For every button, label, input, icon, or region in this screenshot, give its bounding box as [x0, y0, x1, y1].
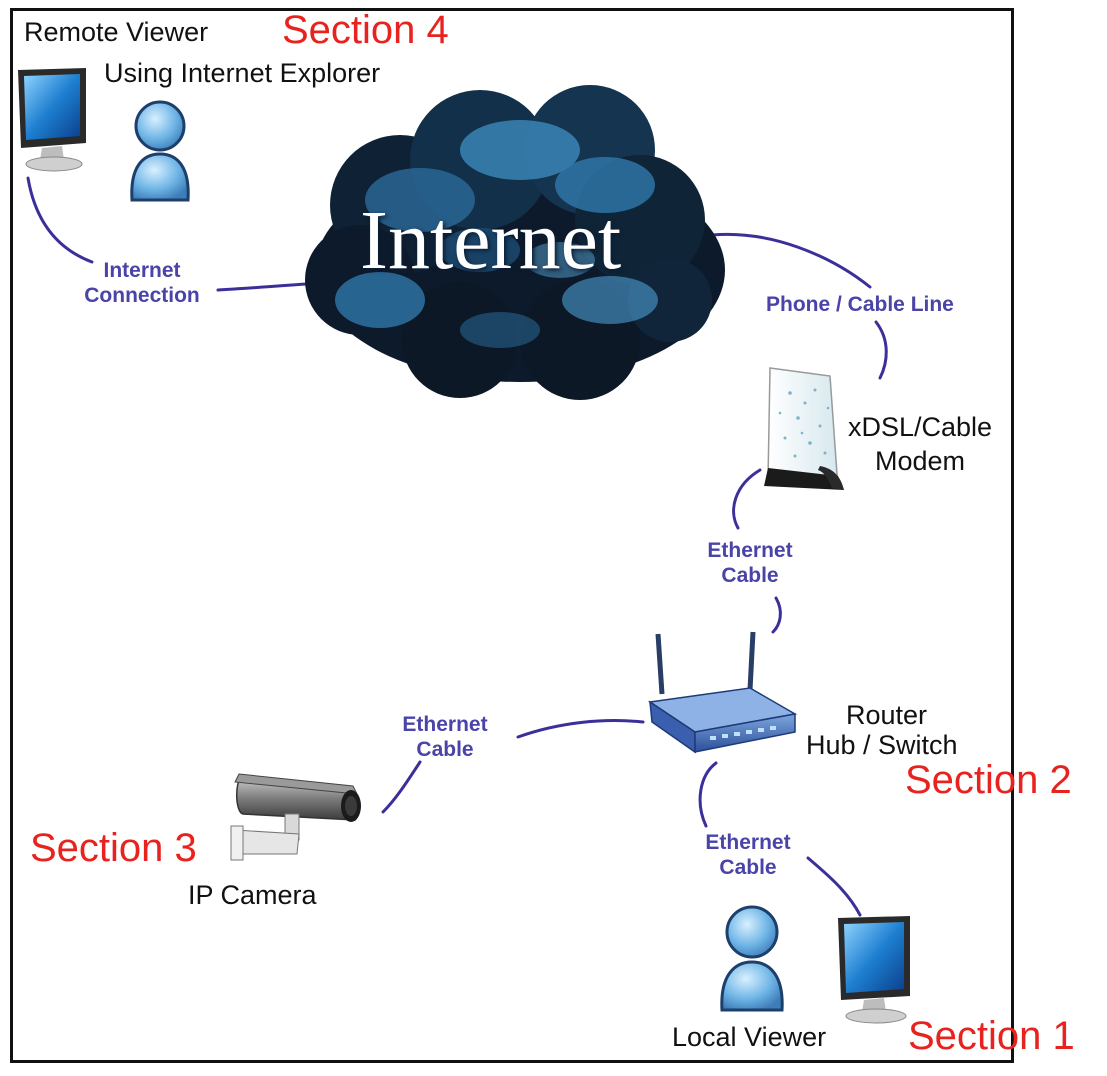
modem-label-line1: xDSL/Cable [848, 412, 993, 442]
router-icon [647, 631, 798, 754]
router-label-line1: Router [846, 700, 928, 730]
cloud-icon [305, 85, 725, 400]
section-4-label: Section 4 [282, 8, 449, 52]
internet-label: Internet [360, 194, 622, 287]
line-router-to-loclabel [698, 761, 718, 828]
ip-camera-label: IP Camera [188, 880, 317, 910]
monitor-icon [18, 68, 86, 172]
ethernet-local-line2: Cable [719, 856, 777, 880]
modem-icon [764, 367, 844, 490]
section-1-label: Section 1 [908, 1014, 1075, 1058]
using-ie-label: Using Internet Explorer [104, 58, 381, 88]
ethernet-camera-line2: Cable [416, 738, 474, 762]
section-2-label: Section 2 [905, 758, 1072, 802]
ethernet-local-label: Ethernet Cable [688, 830, 808, 880]
router-label-line2: Hub / Switch [806, 730, 958, 760]
ethernet-modem-label: Ethernet Cable [690, 538, 810, 588]
modem-label-line2: Modem [875, 446, 966, 476]
internet-connection-line1: Internet [103, 259, 181, 282]
internet-connection-line2: Connection [84, 284, 200, 308]
line-remote-to-label [26, 176, 94, 264]
person-icon [720, 905, 784, 1012]
line-label-to-modem [874, 320, 888, 380]
diagram-frame [10, 8, 1014, 1063]
line-loclabel-to-local [806, 856, 862, 917]
line-camlabel-to-camera [381, 760, 422, 814]
person-icon [130, 100, 190, 202]
ethernet-camera-line1: Ethernet [402, 713, 488, 736]
ethernet-camera-label: Ethernet Cable [385, 712, 505, 762]
ethernet-local-line1: Ethernet [705, 831, 791, 854]
internet-connection-label: Internet Connection [72, 258, 212, 308]
line-router-to-camlabel [516, 719, 645, 739]
local-viewer-label: Local Viewer [672, 1022, 827, 1052]
ethernet-modem-line2: Cable [721, 564, 779, 588]
line-cloud-to-label [710, 232, 872, 289]
line-label-to-router [771, 596, 782, 634]
phone-cable-line-label: Phone / Cable Line [766, 293, 954, 316]
remote-viewer-label: Remote Viewer [24, 17, 209, 47]
line-label-to-cloud [216, 281, 322, 292]
section-3-label: Section 3 [30, 826, 197, 870]
line-modem-to-label [732, 468, 762, 530]
ethernet-modem-line1: Ethernet [707, 539, 793, 562]
monitor-icon [838, 916, 910, 1024]
camera-icon [230, 773, 361, 861]
connection-lines [26, 176, 888, 917]
